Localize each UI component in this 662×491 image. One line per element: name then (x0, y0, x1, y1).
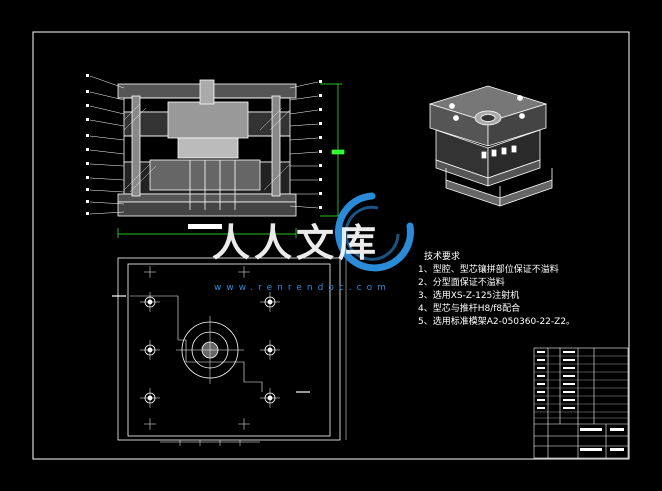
tech-requirement-item: 3、选用XS-Z-125注射机 (418, 291, 520, 301)
tech-requirement-item: 1、型腔、型芯镶拼部位保证不溢料 (418, 265, 559, 275)
mold-section-view (86, 74, 322, 217)
drawing-border (32, 31, 630, 460)
mold-isometric-view (428, 85, 553, 207)
watermark-brand-text: 人人文库 (212, 220, 381, 265)
mold-plan-view (112, 257, 347, 446)
watermark-url: www.renrendoc.com (214, 283, 391, 293)
tech-requirement-item: 5、选用标准模架A2-050360-22-Z2。 (418, 317, 576, 327)
watermark-logo (334, 192, 414, 272)
tech-requirements-title: 技术要求 (424, 252, 461, 262)
section-label-box (188, 224, 222, 229)
tech-requirements: 技术要求 1、型腔、型芯镶拼部位保证不溢料 2、分型面保证不溢料 3、选用XS-… (418, 251, 575, 329)
title-block (533, 347, 629, 459)
tech-requirement-item: 2、分型面保证不溢料 (418, 278, 505, 288)
tech-requirement-item: 4、型芯与推杆H8/f8配合 (418, 304, 521, 314)
